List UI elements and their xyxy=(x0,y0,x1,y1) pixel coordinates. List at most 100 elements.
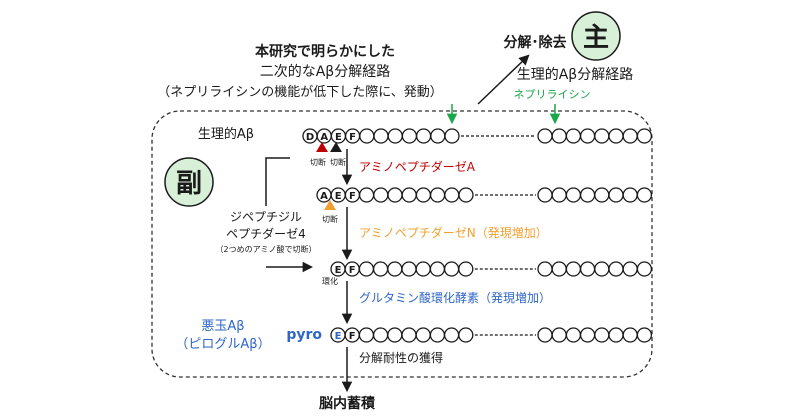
residue-3-tail-6 xyxy=(622,327,638,343)
residue-1-plain-3 xyxy=(401,187,417,203)
residue-3-tail-2 xyxy=(565,327,582,343)
residue-1-tail-1 xyxy=(551,187,567,203)
residue-1-tail-5 xyxy=(608,187,624,203)
residue-0-tail-6 xyxy=(622,128,638,144)
residue-letter-1-0: A xyxy=(320,191,328,202)
residue-3-tail-5 xyxy=(608,327,624,343)
residue-2-plain-5 xyxy=(429,261,446,277)
residue-1-tail-6 xyxy=(622,187,638,203)
heading-title: 本研究で明らかにした xyxy=(255,43,395,60)
residue-0-tail-5 xyxy=(608,128,624,144)
residue-letter-1-1: E xyxy=(335,191,342,202)
physiological-abeta-label: 生理的Aβ xyxy=(198,126,254,142)
residue-letter-2-0: E xyxy=(335,265,342,276)
residue-letter-3-1: F xyxy=(349,331,356,342)
cut-label-red: 切断 xyxy=(310,157,326,167)
residue-letter-0-2: E xyxy=(335,132,342,143)
residue-1-plain-1 xyxy=(373,187,389,203)
residue-3-tail-3 xyxy=(579,327,596,343)
residue-2-tail-5 xyxy=(608,261,624,277)
residue-2-tail-1 xyxy=(551,261,567,277)
residue-0-tail-2 xyxy=(565,128,582,144)
residue-2-tail-2 xyxy=(565,261,582,277)
residue-2-tail-3 xyxy=(579,261,596,277)
residue-2-plain-7 xyxy=(458,261,474,277)
dpp4-note: （2つめのアミノ酸で切断） xyxy=(216,244,317,254)
residue-1-plain-0 xyxy=(358,187,375,203)
residue-letter-0-0: D xyxy=(306,132,314,143)
residue-0-plain-5 xyxy=(430,128,446,144)
residue-1-plain-7 xyxy=(458,187,474,203)
dpp4-line1: ジペプチジル xyxy=(230,210,302,224)
residue-2-tail-4 xyxy=(594,261,610,277)
residue-0-plain-0 xyxy=(359,128,375,144)
residue-3-tail-0 xyxy=(537,327,553,343)
brain-accumulation-label: 脳内蓄積 xyxy=(319,395,376,412)
residue-0-tail-4 xyxy=(594,128,610,144)
residue-3-tail-4 xyxy=(594,327,610,343)
residue-letter-2-1: F xyxy=(349,265,356,276)
degradation-label: 分解･除去 xyxy=(504,34,567,51)
residue-3-tail-1 xyxy=(551,327,567,343)
residue-1-tail-3 xyxy=(579,187,596,203)
main-pathway-label: 生理的Aβ分解経路 xyxy=(517,67,634,83)
villain-abeta-line1: 悪玉Aβ xyxy=(201,319,244,334)
residue-1-plain-2 xyxy=(387,187,403,203)
villain-abeta-line2: （ピログルAβ） xyxy=(175,337,270,352)
residue-1-tail-7 xyxy=(636,187,653,203)
residue-2-plain-6 xyxy=(443,261,460,277)
residue-0-tail-0 xyxy=(537,128,553,144)
residue-3-plain-0 xyxy=(358,327,375,343)
residue-1-plain-4 xyxy=(415,187,432,203)
resistance-label: 分解耐性の獲得 xyxy=(359,350,443,365)
residue-1-tail-4 xyxy=(594,187,610,203)
residue-letter-1-2: F xyxy=(349,191,356,202)
residue-2-plain-4 xyxy=(415,261,431,277)
degradation-arrow xyxy=(477,54,530,105)
residue-2-plain-0 xyxy=(358,261,375,277)
residue-3-plain-2 xyxy=(387,327,403,343)
pyro-label: pyro xyxy=(286,327,322,343)
residue-3-plain-3 xyxy=(401,327,417,343)
residue-0-plain-4 xyxy=(415,128,432,144)
residue-0-plain-3 xyxy=(401,128,418,144)
residue-3-plain-6 xyxy=(443,327,460,343)
residue-2-plain-2 xyxy=(387,261,403,277)
residue-2-tail-0 xyxy=(537,261,553,277)
residue-1-plain-5 xyxy=(429,187,446,203)
residue-1-plain-6 xyxy=(444,187,460,203)
residue-2-tail-6 xyxy=(622,261,638,277)
residue-3-plain-1 xyxy=(372,327,389,343)
residue-3-plain-5 xyxy=(429,327,446,343)
heading-line3: （ネプリライシンの機能が低下した際に、発動） xyxy=(157,85,443,100)
residue-letter-0-1: A xyxy=(320,132,328,143)
residue-0-plain-1 xyxy=(373,128,389,144)
residue-2-plain-3 xyxy=(401,261,417,277)
cut-marker-red xyxy=(316,142,328,152)
residue-1-tail-0 xyxy=(537,187,553,203)
dpp4-label-bg xyxy=(218,206,314,262)
dpp4-line2: ペプチダーゼ4 xyxy=(226,226,306,241)
cut-label-orange: 切断 xyxy=(322,214,338,224)
enzyme-aminopeptidase-n: アミノペプチダーゼN（発現増加） xyxy=(359,225,548,240)
residue-0-tail-1 xyxy=(551,128,567,144)
cut-marker-orange xyxy=(324,200,336,210)
residue-2-tail-7 xyxy=(636,261,653,277)
residue-3-tail-7 xyxy=(636,327,653,343)
residue-3-plain-7 xyxy=(458,327,474,343)
secondary-badge-circle xyxy=(164,157,214,207)
enzyme-aminopeptidase-a: アミノペプチダーゼA xyxy=(359,159,476,174)
cut-marker-black xyxy=(330,142,342,152)
enzyme-glutaminyl-cyclase: グルタミン酸環化酵素（発現増加） xyxy=(359,290,551,305)
residue-1-tail-2 xyxy=(565,187,582,203)
residue-0-plain-2 xyxy=(387,128,403,144)
residue-0-tail-3 xyxy=(579,128,596,144)
residue-2-plain-1 xyxy=(372,261,389,277)
cyclize-label: 環化 xyxy=(322,276,338,286)
cut-label-black: 切断 xyxy=(330,157,346,167)
residue-0-plain-6 xyxy=(444,128,460,144)
main-badge-text: 主 xyxy=(583,23,609,53)
heading-line2: 二次的なAβ分解経路 xyxy=(260,64,391,80)
